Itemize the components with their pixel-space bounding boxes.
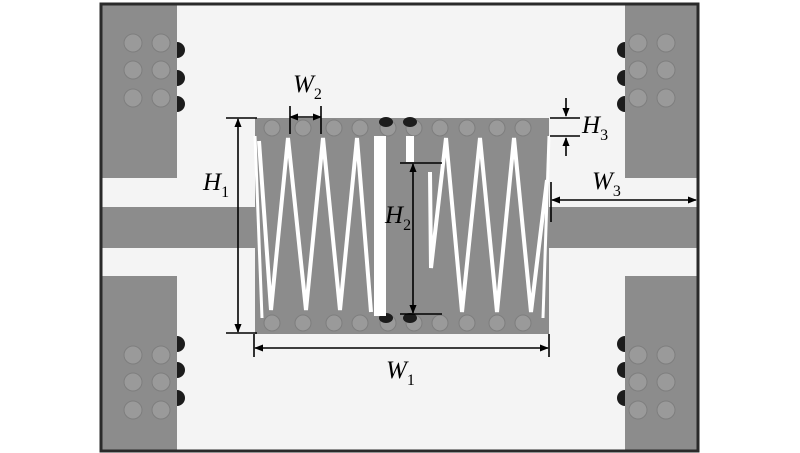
via-hole [151, 88, 171, 108]
via-hole [628, 345, 648, 365]
label-w2: W2 [293, 71, 322, 103]
via-hole [628, 60, 648, 80]
via-hole [294, 314, 312, 332]
pad-notch [617, 42, 625, 58]
slot-edge-left [253, 135, 264, 319]
via-hole [123, 33, 143, 53]
resonator-notch [379, 117, 393, 127]
pad-notch [617, 70, 625, 86]
ground-pad-bottom-left [101, 276, 177, 451]
via-hole [488, 119, 506, 137]
via-hole [458, 119, 476, 137]
label-h3: H3 [581, 112, 608, 144]
via-hole [151, 372, 171, 392]
label-h2: H2 [384, 202, 411, 234]
via-hole [514, 314, 532, 332]
via-hole [656, 345, 676, 365]
via-hole [628, 88, 648, 108]
pad-notch [177, 362, 185, 378]
via-hole [151, 60, 171, 80]
via-hole [628, 400, 648, 420]
via-hole [325, 314, 343, 332]
outer-frame [99, 2, 700, 453]
via-hole [263, 314, 281, 332]
via-hole [656, 33, 676, 53]
slot-line [428, 137, 549, 313]
via-hole [123, 60, 143, 80]
via-hole [656, 60, 676, 80]
slot-edge-right [541, 135, 551, 319]
via-hole [431, 119, 449, 137]
via-hole [628, 33, 648, 53]
via-hole [431, 314, 449, 332]
pad-notch [177, 96, 185, 112]
resonator-notch [403, 117, 417, 127]
via-hole [263, 119, 281, 137]
via-hole [294, 119, 312, 137]
dimension-lines [226, 98, 697, 357]
via-hole [123, 400, 143, 420]
feed-line-right [548, 207, 698, 248]
pad-notch [617, 336, 625, 352]
pad-notch [177, 70, 185, 86]
via-hole [656, 400, 676, 420]
via-hole [628, 372, 648, 392]
via-hole [514, 119, 532, 137]
via-hole [325, 119, 343, 137]
feed-line-left [101, 207, 256, 248]
via-hole [151, 33, 171, 53]
center-gap-top [406, 136, 414, 162]
pad-notch [177, 336, 185, 352]
label-w3: W3 [592, 168, 621, 200]
via-hole [656, 372, 676, 392]
via-hole [123, 88, 143, 108]
pad-notch [617, 362, 625, 378]
label-h1: H1 [202, 169, 229, 201]
pad-notch [177, 390, 185, 406]
via-hole [123, 372, 143, 392]
slot-line [257, 137, 373, 313]
via-hole [351, 119, 369, 137]
pad-notch [617, 96, 625, 112]
pad-notch [177, 42, 185, 58]
resonator-slots [253, 135, 551, 319]
via-hole [151, 345, 171, 365]
via-holes [123, 33, 676, 420]
resonator-notch [403, 313, 417, 323]
via-hole [488, 314, 506, 332]
via-hole [351, 314, 369, 332]
center-gap [374, 136, 386, 316]
via-hole [151, 400, 171, 420]
label-w1: W1 [386, 357, 415, 389]
via-hole [656, 88, 676, 108]
via-hole [123, 345, 143, 365]
via-hole [458, 314, 476, 332]
pad-notch [617, 390, 625, 406]
